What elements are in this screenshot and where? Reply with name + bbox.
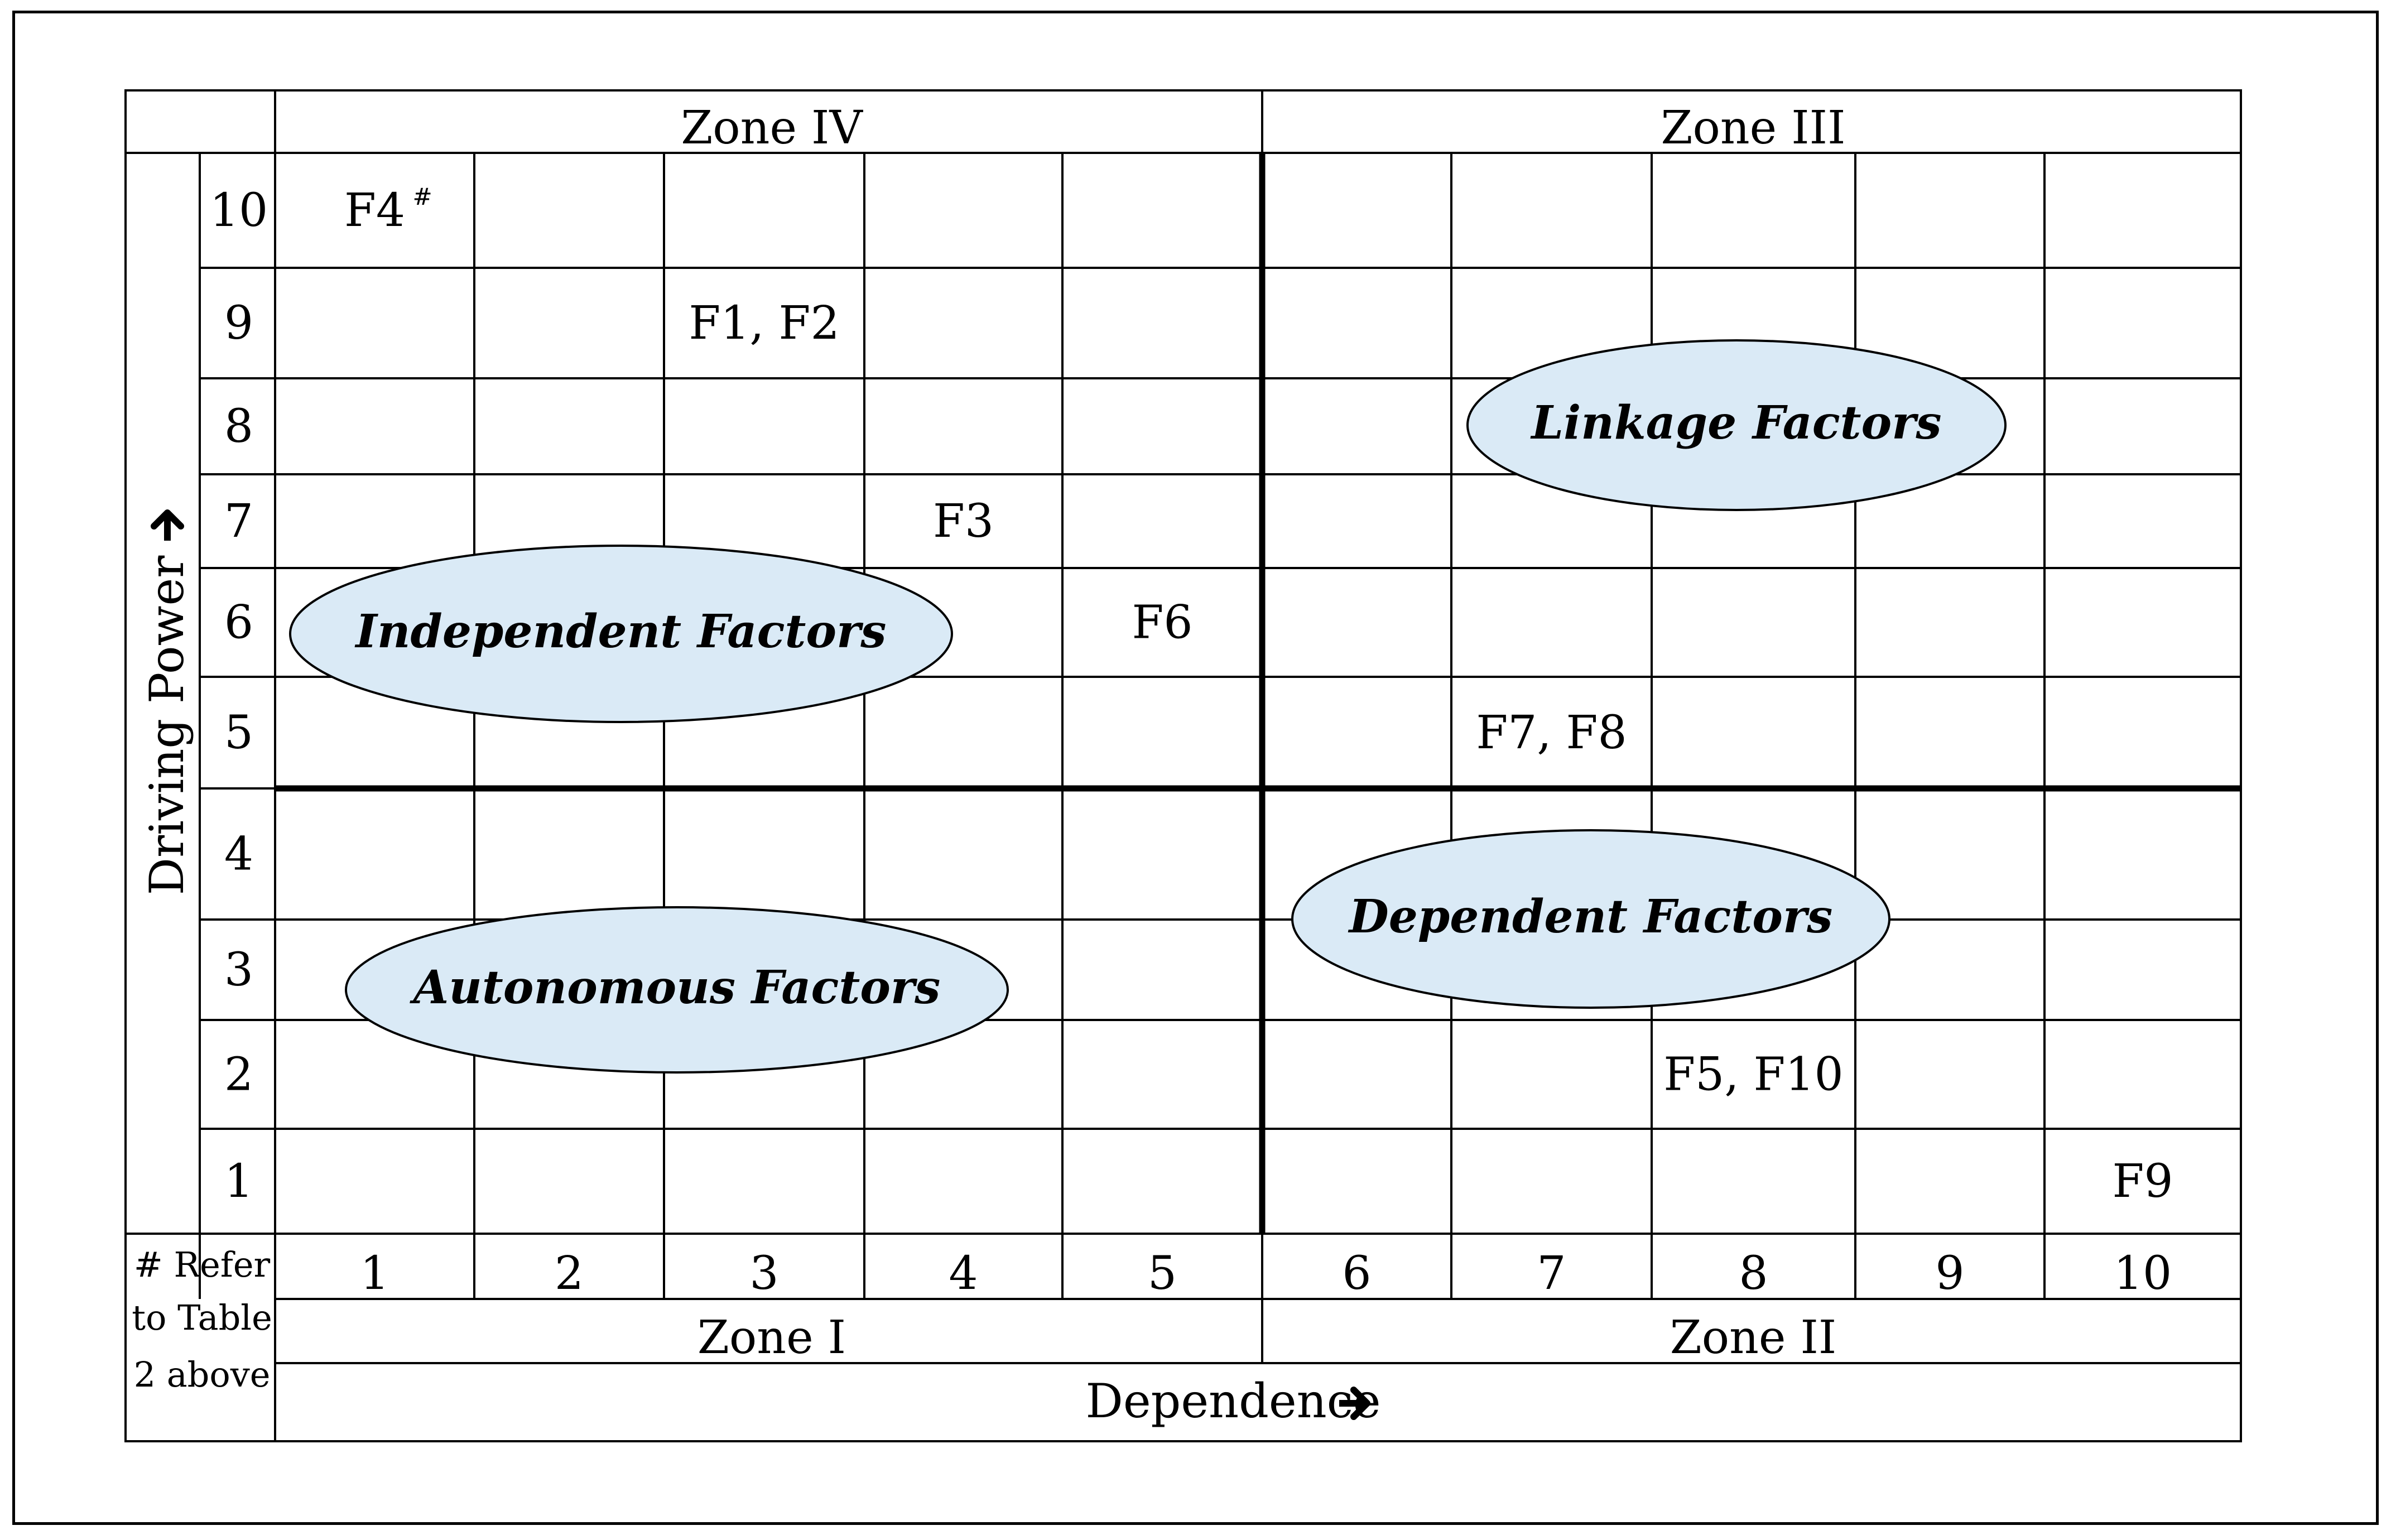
x-tick-label: 5 xyxy=(1148,1247,1177,1300)
linkage-factors-label: Linkage Factors xyxy=(1530,396,1941,450)
factor-label: F5, F10 xyxy=(1663,1048,1843,1101)
y-tick-label: 8 xyxy=(224,400,253,453)
footnote-line-3: 2 above xyxy=(134,1354,271,1395)
zone-i-label: Zone I xyxy=(697,1311,846,1364)
x-tick-label: 2 xyxy=(555,1247,584,1300)
independent-factors-ellipse: Independent Factors xyxy=(289,545,953,723)
quadrant-dividers xyxy=(275,153,2241,1234)
x-tick-label: 1 xyxy=(360,1247,389,1300)
footnote-line-2: to Table xyxy=(132,1297,272,1338)
y-tick-label: 7 xyxy=(224,495,253,548)
autonomous-factors-label: Autonomous Factors xyxy=(410,961,941,1014)
x-tick-label: 4 xyxy=(949,1247,978,1300)
arrow-up-icon xyxy=(151,509,184,541)
y-axis-label: Driving Power xyxy=(139,555,194,896)
factor-label: F6 xyxy=(1132,596,1192,649)
table-border xyxy=(124,89,2242,1442)
linkage-factors-ellipse: Linkage Factors xyxy=(1466,339,2007,511)
y-tick-label: 5 xyxy=(224,706,253,759)
y-tick-label: 10 xyxy=(210,184,268,237)
y-axis-title: Driving Power xyxy=(139,509,194,896)
tick-labels: 10 9 8 7 6 5 4 3 2 1 1 2 3 4 5 6 7 8 9 10 xyxy=(210,184,2172,1300)
dependent-factors-label: Dependent Factors xyxy=(1348,890,1833,944)
zone-ii-label: Zone II xyxy=(1670,1311,1837,1364)
figure-frame xyxy=(12,11,2379,1525)
x-tick-label: 9 xyxy=(1935,1247,1964,1300)
dependent-factors-ellipse: Dependent Factors xyxy=(1291,829,1890,1009)
arrow-right-icon xyxy=(1339,1387,1370,1420)
factor-label: F7, F8 xyxy=(1476,706,1627,759)
y-tick-label: 4 xyxy=(224,828,253,881)
x-axis-title: Dependence xyxy=(1086,1374,1381,1428)
footnote-mark: # xyxy=(413,183,432,210)
zone-iii-label: Zone III xyxy=(1661,102,1846,155)
x-tick-label: 10 xyxy=(2114,1247,2172,1300)
y-tick-label: 3 xyxy=(224,944,253,997)
footnote-line-1: # Refer xyxy=(134,1244,271,1285)
x-tick-label: 6 xyxy=(1342,1247,1371,1300)
independent-factors-label: Independent Factors xyxy=(355,605,887,658)
x-tick-label: 7 xyxy=(1537,1247,1566,1300)
factor-label: F4 xyxy=(344,184,405,237)
factor-label: F9 xyxy=(2112,1155,2173,1208)
y-tick-label: 6 xyxy=(224,596,253,649)
y-tick-label: 9 xyxy=(224,297,253,350)
y-tick-label: 2 xyxy=(224,1048,253,1101)
autonomous-factors-ellipse: Autonomous Factors xyxy=(345,906,1009,1074)
x-tick-label: 3 xyxy=(749,1247,778,1300)
x-tick-label: 8 xyxy=(1739,1247,1768,1300)
zone-iv-label: Zone IV xyxy=(681,102,863,155)
factor-label: F3 xyxy=(933,495,994,548)
y-tick-label: 1 xyxy=(224,1155,253,1208)
x-axis-label: Dependence xyxy=(1086,1374,1381,1428)
grid-lines xyxy=(124,89,2242,1442)
factor-label: F1, F2 xyxy=(689,297,839,350)
